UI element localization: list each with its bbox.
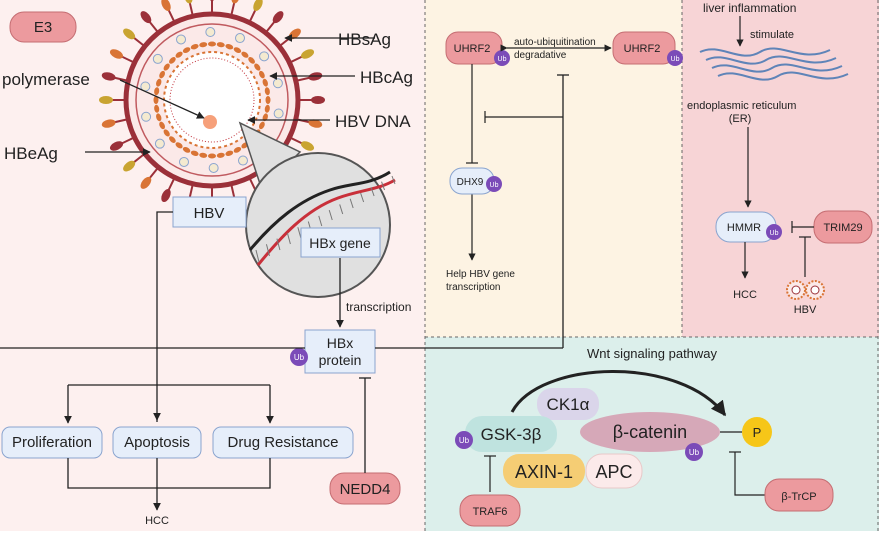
trim29-box: TRIM29 bbox=[813, 210, 873, 244]
svg-text:Ub: Ub bbox=[498, 56, 507, 63]
help-line1: Help HBV gene bbox=[446, 269, 515, 280]
uhrf2-right-box: UHRF2 bbox=[612, 31, 676, 65]
liver-inflammation-label: liver inflammation bbox=[703, 1, 796, 15]
virus-label-lines bbox=[85, 34, 375, 156]
outcome-apoptosis-label: Apoptosis bbox=[124, 434, 190, 451]
er-illustration bbox=[699, 47, 849, 81]
svg-text:Ub: Ub bbox=[689, 448, 700, 457]
transcription-label: transcription bbox=[346, 300, 411, 314]
traf6-box: TRAF6 bbox=[459, 494, 521, 527]
ck1a-label: CK1α bbox=[547, 395, 590, 414]
phosphate-label: P bbox=[753, 425, 762, 440]
ub-badge-catenin: Ub bbox=[685, 443, 703, 461]
svg-text:Ub: Ub bbox=[459, 436, 470, 445]
uhrf2-left-box: UHRF2 bbox=[445, 31, 503, 65]
outcome-apoptosis: Apoptosis bbox=[112, 426, 202, 459]
hbx-protein-box: HBx protein bbox=[304, 329, 376, 374]
hmmr-box: HMMR bbox=[715, 211, 777, 243]
phosphate-node: P bbox=[742, 417, 772, 447]
ub-badge-hbx: Ub bbox=[290, 348, 308, 366]
dhx9-label: DHX9 bbox=[457, 177, 484, 188]
help-line2: transcription bbox=[446, 282, 500, 293]
hmmr-label: HMMR bbox=[727, 222, 761, 234]
hbv-dna-label: HBV DNA bbox=[335, 112, 411, 131]
ub-badge-uhrf2-left: Ub bbox=[494, 50, 510, 66]
svg-text:Ub: Ub bbox=[770, 230, 779, 237]
wnt-title: Wnt signaling pathway bbox=[587, 346, 718, 361]
svg-text:Ub: Ub bbox=[294, 353, 305, 362]
hbx-gene-box: HBx gene bbox=[300, 227, 381, 258]
er-line2: (ER) bbox=[729, 113, 752, 125]
auto-ubiquitination-label: auto-ubiquitination bbox=[514, 37, 596, 48]
er-line1: endoplasmic reticulum bbox=[687, 100, 796, 112]
trim29-label: TRIM29 bbox=[823, 222, 862, 234]
gsk3b-node: GSK-3β bbox=[465, 416, 557, 452]
outcome-drug-resistance-label: Drug Resistance bbox=[228, 434, 339, 451]
ub-badge-uhrf2-right: Ub bbox=[667, 50, 683, 66]
outcome-proliferation-label: Proliferation bbox=[12, 434, 92, 451]
apc-node: APC bbox=[585, 453, 643, 489]
degradative-label: degradative bbox=[514, 50, 567, 61]
hbeag-label: HBeAg bbox=[4, 144, 58, 163]
nedd4-box: NEDD4 bbox=[329, 472, 401, 505]
zoom-bubble bbox=[238, 121, 396, 298]
hbx-protein-line2: protein bbox=[319, 352, 362, 368]
polymerase-label: polymerase bbox=[2, 70, 90, 89]
top-right-panel bbox=[682, 0, 879, 337]
beta-catenin-node: β-catenin bbox=[580, 412, 720, 452]
stimulate-label: stimulate bbox=[750, 29, 794, 41]
axin1-node: AXIN-1 bbox=[503, 454, 585, 488]
svg-text:Ub: Ub bbox=[671, 56, 680, 63]
ck1a-node: CK1α bbox=[537, 388, 599, 420]
left-hcc-label: HCC bbox=[145, 515, 169, 527]
apc-label: APC bbox=[595, 462, 632, 482]
nedd4-label: NEDD4 bbox=[340, 481, 391, 498]
traf6-label: TRAF6 bbox=[473, 506, 508, 518]
outcome-drug-resistance: Drug Resistance bbox=[212, 426, 354, 459]
gsk3b-label: GSK-3β bbox=[481, 425, 542, 444]
outcome-proliferation: Proliferation bbox=[1, 426, 103, 459]
e3-tag: E3 bbox=[9, 11, 77, 43]
ub-badge-hmmr: Ub bbox=[766, 224, 782, 240]
ub-badge-gsk3b: Ub bbox=[455, 431, 473, 449]
btrcp-box: β-TrCP bbox=[764, 478, 834, 512]
beta-catenin-label: β-catenin bbox=[613, 422, 687, 442]
ub-badge-dhx9: Ub bbox=[486, 176, 502, 192]
hbx-protein-line1: HBx bbox=[327, 335, 353, 351]
btrcp-label: β-TrCP bbox=[781, 491, 816, 503]
hbv-box-label: HBV bbox=[194, 205, 225, 222]
svg-text:Ub: Ub bbox=[490, 182, 499, 189]
hbv-outcome-connectors bbox=[0, 74, 569, 424]
axin1-label: AXIN-1 bbox=[515, 462, 573, 482]
hbx-gene-label: HBx gene bbox=[309, 235, 371, 251]
hbv-box: HBV bbox=[172, 196, 247, 228]
mini-hbv-icons bbox=[786, 280, 825, 300]
uhrf2-right-label: UHRF2 bbox=[624, 43, 661, 55]
e3-tag-label: E3 bbox=[34, 19, 52, 36]
right-hbv-label: HBV bbox=[794, 304, 817, 316]
right-hcc-label: HCC bbox=[733, 289, 757, 301]
hbcag-label: HBcAg bbox=[360, 68, 413, 87]
uhrf2-left-label: UHRF2 bbox=[454, 43, 491, 55]
hbsag-label: HBsAg bbox=[338, 30, 391, 49]
polymerase-dot bbox=[203, 115, 217, 129]
